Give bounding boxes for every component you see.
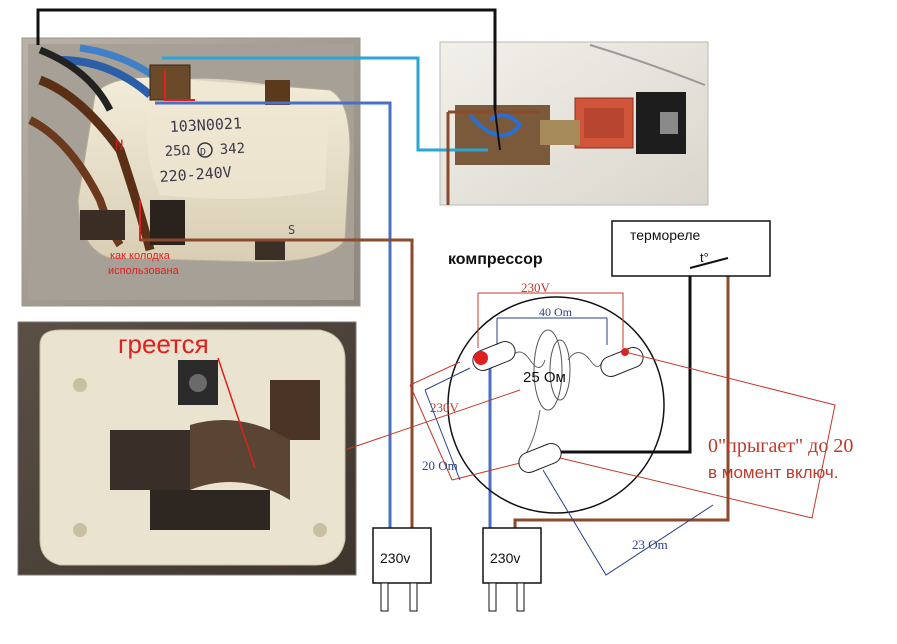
plug-left-label: 230v [380,550,410,566]
relay-caption-1: как колодка [110,250,171,262]
relay-caption-2: использована [108,265,180,277]
annotation-line-2: в момент включ. [708,463,838,482]
thermostat-label: термореле [630,227,701,243]
blue-wire-left [155,101,392,528]
thermostat: термореле t° [611,220,771,277]
wires [36,8,730,528]
relay-letter-n: N [115,138,123,154]
relay-inside-photo: греется [17,321,357,576]
center-resistance: 25 Ом [523,369,566,386]
relay-marking-4: 220-240V [159,163,232,186]
plug-right: 230v [482,527,542,612]
top-voltage-bracket [477,292,624,348]
terminal-start [518,443,562,473]
brown-wire-thermostat [513,268,730,528]
cyan-wire [162,56,488,152]
relay-marking-3: 342 [219,141,245,158]
svg-text:D: D [200,147,206,158]
heating-label: греется [118,329,209,359]
relay-letter-s: S [288,223,295,237]
compressor-title: компрессор [448,251,543,268]
bottom-resistance: 23 Om [632,537,668,552]
relay-marking-2: 25Ω [164,143,190,160]
relay-marking-1: 103N0021 [169,114,242,136]
plug-left: 230v [372,527,432,612]
left-resistance: 20 Om [422,458,458,473]
winding-coil [533,329,563,411]
compressor-outline [447,296,665,514]
brown-wire-left [140,238,414,528]
terminal-run [600,347,644,377]
plug-right-label: 230v [490,550,520,566]
black-wire-top [36,8,497,110]
thermostat-photo [439,41,709,206]
annotation-line-1: 0"прыгает" до 20 [708,435,853,457]
terminal-common [472,341,516,371]
compressor: компрессор 25 Ом 230V 40 Om 230V [344,251,836,576]
thermostat-switch [689,257,729,269]
annotation-bracket [559,351,836,519]
left-voltage: 230V [430,400,460,415]
top-voltage: 230V [521,280,551,295]
relay-photo: 103N0021 25Ω D 342 220-240V N S как коло… [21,37,361,307]
top-resistance: 40 Om [539,305,573,319]
relay-marking-d-circle [197,142,213,158]
black-wire-compressor [537,268,692,454]
thermostat-symbol: t° [700,250,709,265]
